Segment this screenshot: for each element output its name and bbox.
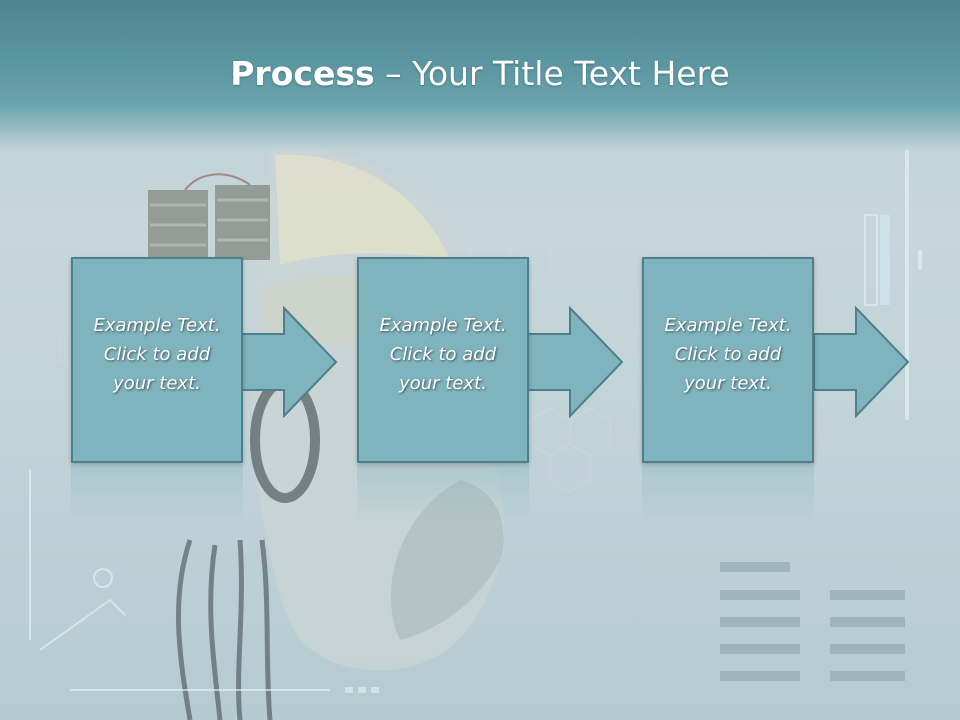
- step-3-arrow: [813, 306, 910, 418]
- step-3-text: Example Text. Click to add your text.: [644, 311, 812, 398]
- step-3-box[interactable]: Example Text. Click to add your text.: [642, 257, 814, 463]
- step-3-line-3: your text.: [684, 373, 772, 394]
- step-1-box[interactable]: Example Text. Click to add your text.: [71, 257, 243, 463]
- title-bold-part: Process: [230, 54, 375, 93]
- step-2-line-3: your text.: [399, 373, 487, 394]
- step-1-reflection: [71, 465, 243, 525]
- step-1-line-1: Example Text.: [93, 315, 221, 336]
- step-2-arrow: [527, 306, 624, 418]
- step-2-line-2: Click to add: [389, 344, 497, 365]
- step-2-reflection: [357, 465, 529, 525]
- step-2-box[interactable]: Example Text. Click to add your text.: [357, 257, 529, 463]
- step-1-line-2: Click to add: [103, 344, 211, 365]
- step-1-line-3: your text.: [113, 373, 201, 394]
- step-3-reflection: [642, 465, 814, 525]
- step-2-text: Example Text. Click to add your text.: [359, 311, 527, 398]
- step-3-line-2: Click to add: [674, 344, 782, 365]
- step-1-arrow: [241, 306, 338, 418]
- title-rest-part: – Your Title Text Here: [374, 54, 730, 93]
- step-1-text: Example Text. Click to add your text.: [73, 311, 241, 398]
- slide-title[interactable]: Process – Your Title Text Here: [0, 52, 960, 96]
- step-2-line-1: Example Text.: [379, 315, 507, 336]
- title-band: [0, 0, 960, 150]
- step-3-line-1: Example Text.: [664, 315, 792, 336]
